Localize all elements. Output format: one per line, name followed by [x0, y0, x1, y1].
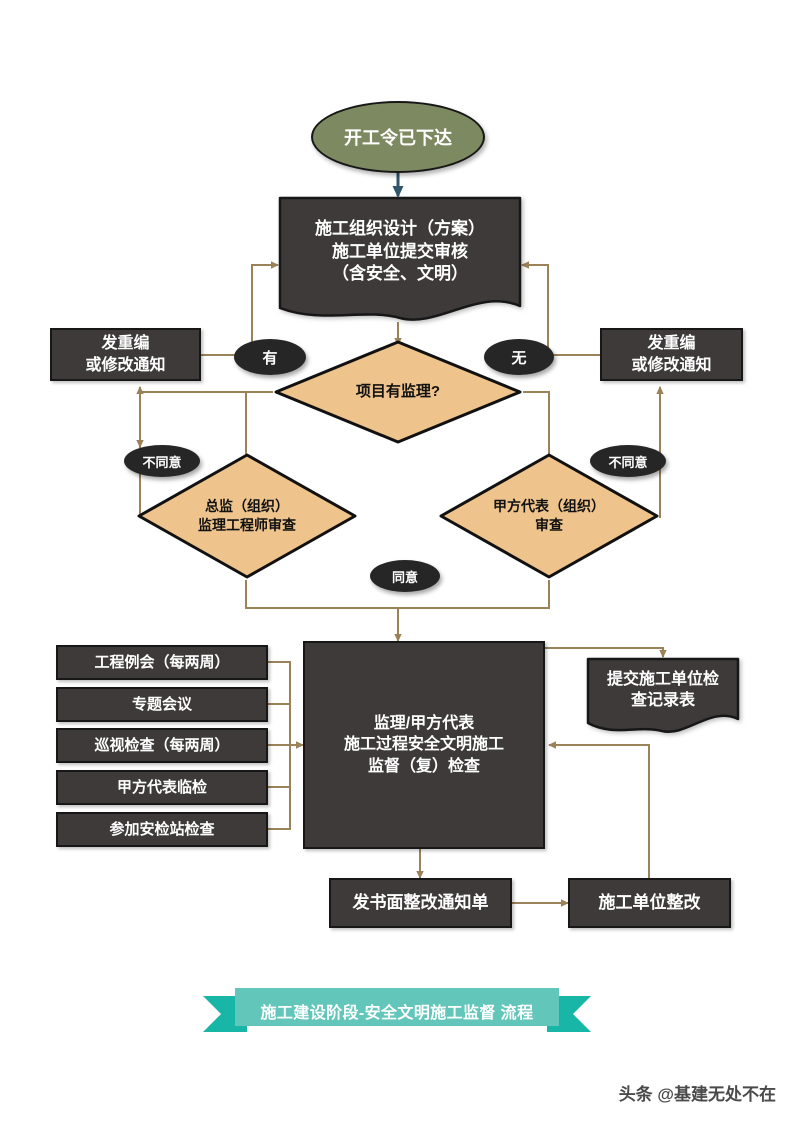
notice-right-line-1: 发重编: [647, 335, 696, 353]
supervision-box-line-2: 施工过程安全文明施工: [343, 736, 504, 754]
edge-label-no-supervisor: 无: [484, 339, 554, 375]
watermark-text: 头条 @基建无处不在: [618, 1085, 776, 1104]
supervision-box-line-1: 监理/甲方代表: [373, 715, 475, 733]
rectify-notice-node[interactable]: 发书面整改通知单: [329, 878, 512, 928]
edge-label-disagree-right-text: 不同意: [608, 454, 648, 470]
notice-left-line-1: 发重编: [101, 335, 150, 353]
start-node[interactable]: 开工令已下达: [311, 101, 485, 173]
supervision-box-line-3: 监督（复）检查: [367, 757, 480, 775]
activity-item-5[interactable]: 参加安检站检查: [56, 812, 268, 847]
start-node-label: 开工令已下达: [344, 128, 452, 148]
notice-left-node[interactable]: 发重编 或修改通知: [50, 328, 201, 381]
edge-label-disagree-left-text: 不同意: [142, 454, 182, 470]
edge-label-agree-text: 同意: [391, 569, 418, 585]
notice-right-line-2: 或修改通知: [631, 356, 712, 374]
edge-label-has-supervisor: 有: [234, 339, 306, 375]
contractor-rectify-node[interactable]: 施工单位整改: [568, 878, 731, 928]
edge-label-disagree-right: 不同意: [590, 445, 666, 477]
watermark: 头条 @基建无处不在: [619, 1080, 776, 1105]
edge-label-disagree-left: 不同意: [124, 445, 200, 477]
activity-item-4-label: 甲方代表临检: [116, 778, 207, 796]
activity-item-5-label: 参加安检站检查: [109, 820, 215, 838]
record-box-node[interactable]: 提交施工单位检 查记录表: [586, 657, 740, 737]
activity-item-2-label: 专题会议: [131, 695, 192, 713]
process-main-node[interactable]: 施工组织设计（方案） 施工单位提交审核 （含安全、文明）: [278, 196, 522, 324]
edge-label-agree: 同意: [370, 560, 440, 592]
rectify-notice-label: 发书面整改通知单: [352, 892, 489, 912]
activity-item-3-label: 巡视检查（每两周）: [94, 736, 230, 754]
contractor-rectify-label: 施工单位整改: [598, 892, 701, 912]
notice-right-node[interactable]: 发重编 或修改通知: [600, 328, 743, 381]
edge-label-no-supervisor-text: 无: [511, 349, 527, 367]
activity-item-3[interactable]: 巡视检查（每两周）: [56, 728, 268, 763]
activity-item-1-label: 工程例会（每两周）: [94, 653, 230, 671]
activity-item-2[interactable]: 专题会议: [56, 687, 268, 722]
activity-item-1[interactable]: 工程例会（每两周）: [56, 645, 268, 680]
supervision-box-node[interactable]: 监理/甲方代表 施工过程安全文明施工 监督（复）检查: [303, 641, 545, 849]
activity-item-4[interactable]: 甲方代表临检: [56, 770, 268, 805]
notice-left-line-2: 或修改通知: [85, 356, 166, 374]
edge-label-has-supervisor-text: 有: [262, 349, 278, 367]
title-banner: 施工建设阶段-安全文明施工监督 流程: [203, 988, 591, 1034]
